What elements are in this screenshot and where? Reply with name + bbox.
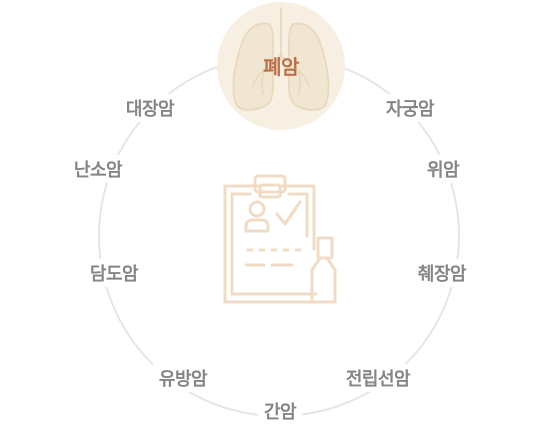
cancer-node-ovarian[interactable]: 난소암 [67,155,129,183]
cancer-node-colorectal[interactable]: 대장암 [119,94,181,122]
cancer-node-breast[interactable]: 유방암 [152,364,214,392]
cancer-node-pancreatic[interactable]: 췌장암 [411,259,473,287]
selected-cancer-label: 폐암 [263,55,299,79]
cancer-node-stomach[interactable]: 위암 [420,155,466,183]
selected-cancer-lung[interactable]: 폐암 [217,2,345,130]
lungs-icon [232,7,330,111]
cancer-node-prostate[interactable]: 전립선암 [339,364,417,392]
cancer-node-liver[interactable]: 간암 [257,397,303,425]
cancer-node-uterine[interactable]: 자궁암 [379,94,441,122]
clipboard-medical-report-icon [223,174,337,304]
cancer-node-gallbladder[interactable]: 담도암 [83,259,145,287]
